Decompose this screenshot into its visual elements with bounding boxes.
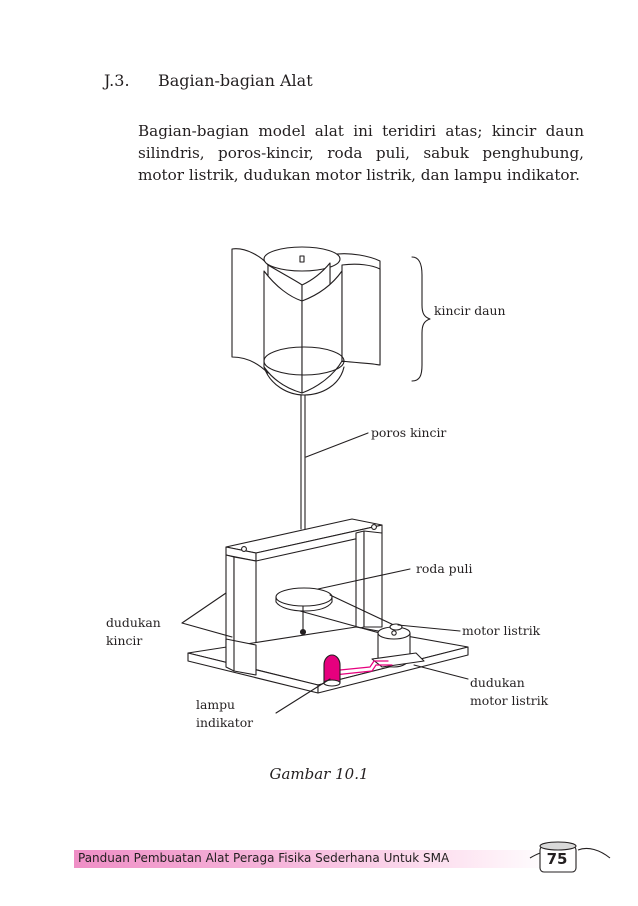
page-number: 75: [546, 850, 568, 868]
label-roda-puli: roda puli: [416, 561, 473, 576]
body-paragraph: Bagian-bagian model alat ini teridiri at…: [138, 122, 584, 184]
figure-caption: Gambar 10.1: [269, 765, 369, 783]
page-number-badge-icon: [529, 841, 611, 873]
label-dudukan-kincir-line1: dudukan: [106, 615, 161, 630]
footer-title: Panduan Pembuatan Alat Peraga Fisika Sed…: [78, 851, 450, 865]
motor-listrik-drawing: [371, 623, 425, 668]
label-dudukan-motor-line1: dudukan: [470, 675, 525, 690]
label-dudukan-motor-line2: motor listrik: [470, 693, 549, 708]
label-kincir-daun: kincir daun: [434, 303, 506, 318]
section-number: J.3.: [104, 71, 130, 90]
section-title: Bagian-bagian Alat: [158, 71, 313, 90]
label-dudukan-kincir-line2: kincir: [106, 633, 143, 648]
label-motor-listrik: motor listrik: [462, 623, 541, 638]
label-poros-kincir: poros kincir: [371, 425, 447, 440]
kincir-daun-drawing: [231, 246, 381, 396]
kincir-daun-bracket: [411, 256, 431, 382]
dudukan-kincir-drawing: [225, 518, 383, 676]
footer-band: [74, 850, 554, 868]
figure-apparatus: kincir daun poros kincir roda puli motor…: [0, 235, 638, 745]
label-lampu-line2: indikator: [196, 715, 254, 730]
label-lampu-line1: lampu: [196, 697, 236, 712]
apparatus-illustration: [181, 246, 469, 714]
